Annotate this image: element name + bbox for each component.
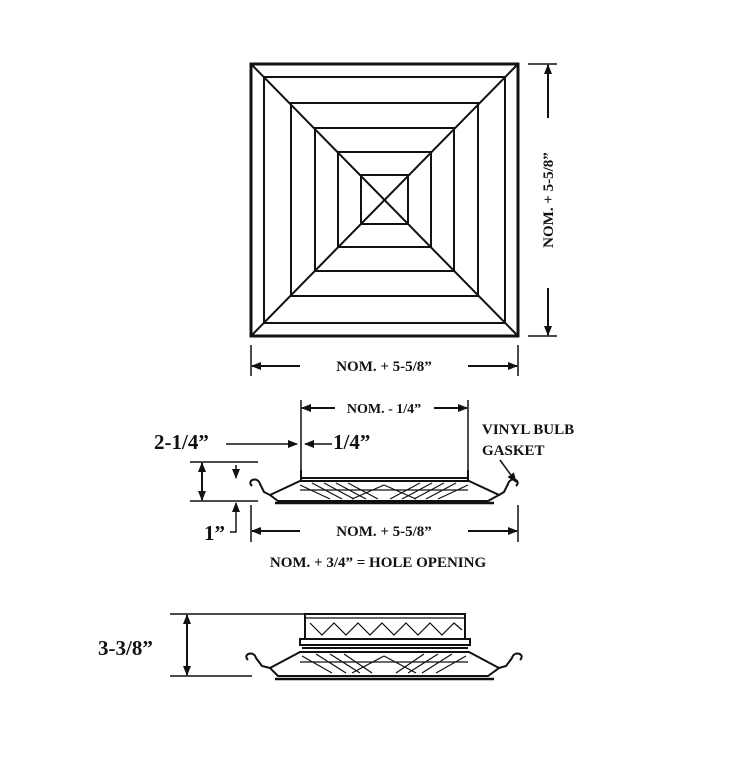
neck-offset-label: 1/4”: [333, 430, 370, 454]
plan-outer-frame: [249, 62, 520, 338]
overall-width-label: NOM. + 5-5/8”: [336, 524, 432, 540]
extended-collar-band: [299, 638, 471, 646]
extended-right-gasket-clip: [498, 652, 523, 669]
plan-diagonal: [250, 63, 519, 337]
gasket-leader-arrow: [499, 459, 517, 483]
plan-ring-1: [290, 102, 479, 297]
diffuser-cone-pattern: [299, 482, 469, 500]
plan-view: NOM. + 5-5/8” NOM. + 5-5/8”: [249, 62, 557, 376]
extended-view: 3-3/8”: [98, 613, 523, 681]
plan-ring-2: [314, 127, 455, 272]
height-dimension-label: 2-1/4”: [154, 430, 209, 454]
lip-dimension-label: 1”: [204, 521, 225, 545]
lip-leader: [230, 520, 237, 533]
plan-height-label: NOM. + 5-5/8”: [541, 152, 557, 248]
extended-cone-pattern: [300, 653, 468, 674]
plan-width-label: NOM. + 5-5/8”: [336, 359, 432, 375]
hole-opening-label: NOM. + 3/4” = HOLE OPENING: [270, 555, 487, 571]
side-view: NOM. - 1/4” VINYL BULB GASKET 2-1/4” 1/4…: [154, 400, 574, 571]
plan-center-square: [360, 174, 409, 225]
gasket-label-line-2: GASKET: [482, 443, 545, 459]
plan-frame-inner: [263, 76, 506, 324]
extended-left-gasket-clip: [245, 652, 271, 669]
left-gasket-clip: [249, 478, 271, 496]
extended-collar-pattern: [309, 622, 463, 636]
extended-height-label: 3-3/8”: [98, 636, 153, 660]
diffuser-face-profile: [268, 480, 502, 502]
neck-width-label: NOM. - 1/4”: [347, 402, 421, 417]
gasket-label-line-1: VINYL BULB: [482, 422, 574, 438]
right-gasket-clip: [498, 478, 519, 496]
plan-ring-3: [337, 151, 432, 248]
